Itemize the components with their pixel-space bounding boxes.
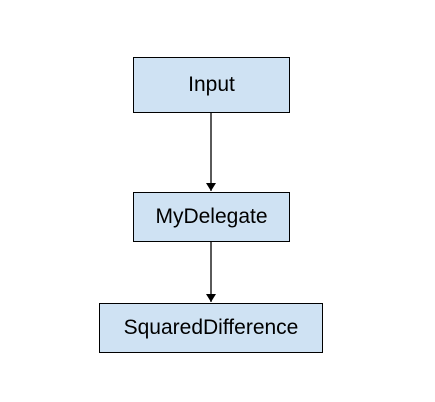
node-mydelegate-label: MyDelegate [155, 205, 268, 228]
node-squareddifference: SquaredDifference [99, 303, 323, 353]
node-input: Input [133, 57, 290, 113]
node-mydelegate: MyDelegate [133, 192, 290, 242]
node-input-label: Input [188, 73, 235, 96]
node-squareddifference-label: SquaredDifference [123, 316, 299, 339]
